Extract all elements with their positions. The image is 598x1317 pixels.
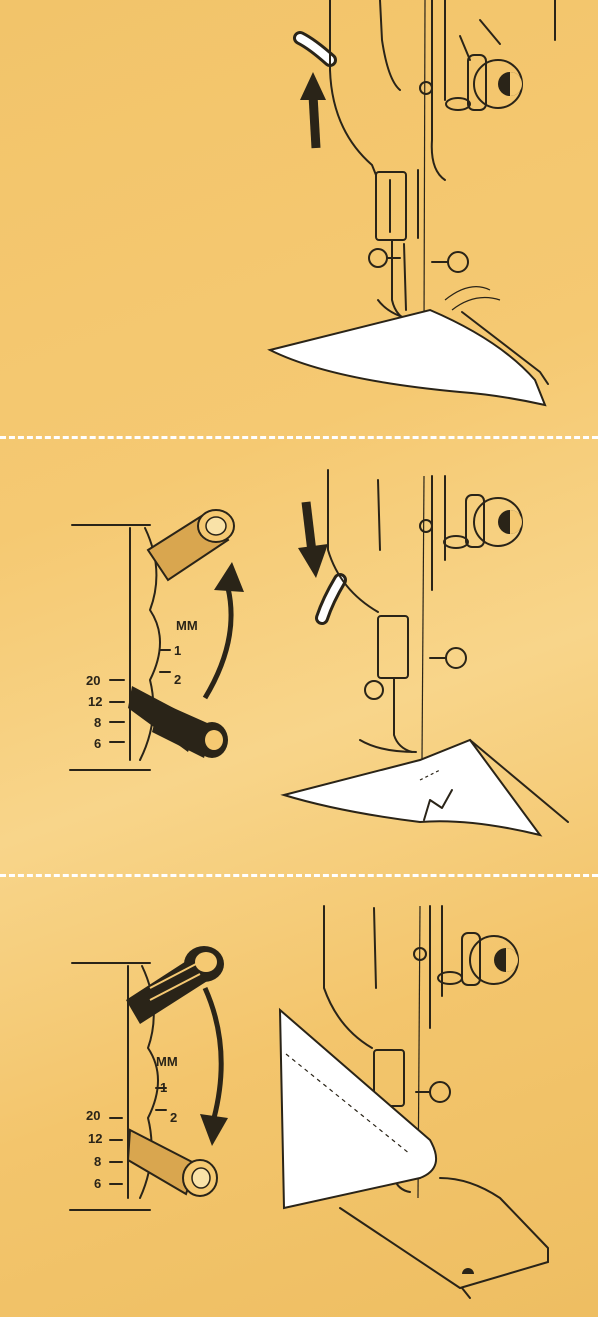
fabric-piece — [270, 310, 548, 405]
step-3-panel: MM 1 2 20 12 8 6 — [0, 878, 598, 1317]
stitch-length-dial — [70, 510, 244, 770]
stitch-length-dial — [70, 946, 228, 1210]
scale-tick-12: 12 — [88, 1131, 102, 1146]
scale-tick-12: 12 — [88, 694, 102, 709]
scale-tick-1: 1 — [174, 643, 181, 658]
curved-arrow-up-icon — [205, 562, 244, 698]
lever-upper-icon — [126, 946, 224, 1024]
scale-tick-1: 1 — [160, 1080, 167, 1095]
presser-lever-lower-icon — [322, 580, 340, 618]
scale-unit-label: MM — [176, 618, 198, 633]
section-divider — [0, 436, 598, 439]
presser-lever-raise-icon — [300, 38, 330, 60]
scale-tick-20: 20 — [86, 1108, 100, 1123]
scale-tick-2: 2 — [170, 1110, 177, 1125]
fabric-piece — [284, 740, 568, 835]
curved-arrow-down-icon — [200, 988, 228, 1146]
scale-tick-6: 6 — [94, 1176, 101, 1191]
step-1-panel — [0, 0, 598, 430]
scale-tick-20: 20 — [86, 673, 100, 688]
sewing-machine-head — [328, 470, 522, 760]
fabric-piece — [280, 1010, 436, 1208]
section-divider — [0, 874, 598, 877]
scale-tick-8: 8 — [94, 715, 101, 730]
lever-lower-icon — [128, 686, 228, 758]
arrow-down-icon — [298, 502, 328, 578]
step-2-panel: MM 1 2 20 12 8 6 — [0, 440, 598, 870]
lever-lower-icon — [128, 1130, 217, 1196]
sewing-machine-head — [330, 0, 555, 330]
scale-tick-2: 2 — [174, 672, 181, 687]
scale-tick-8: 8 — [94, 1154, 101, 1169]
machine-bed — [340, 1178, 548, 1298]
scale-unit-label: MM — [156, 1054, 178, 1069]
arrow-up-icon — [300, 72, 326, 148]
lever-upper-icon — [148, 510, 234, 580]
scale-tick-6: 6 — [94, 736, 101, 751]
